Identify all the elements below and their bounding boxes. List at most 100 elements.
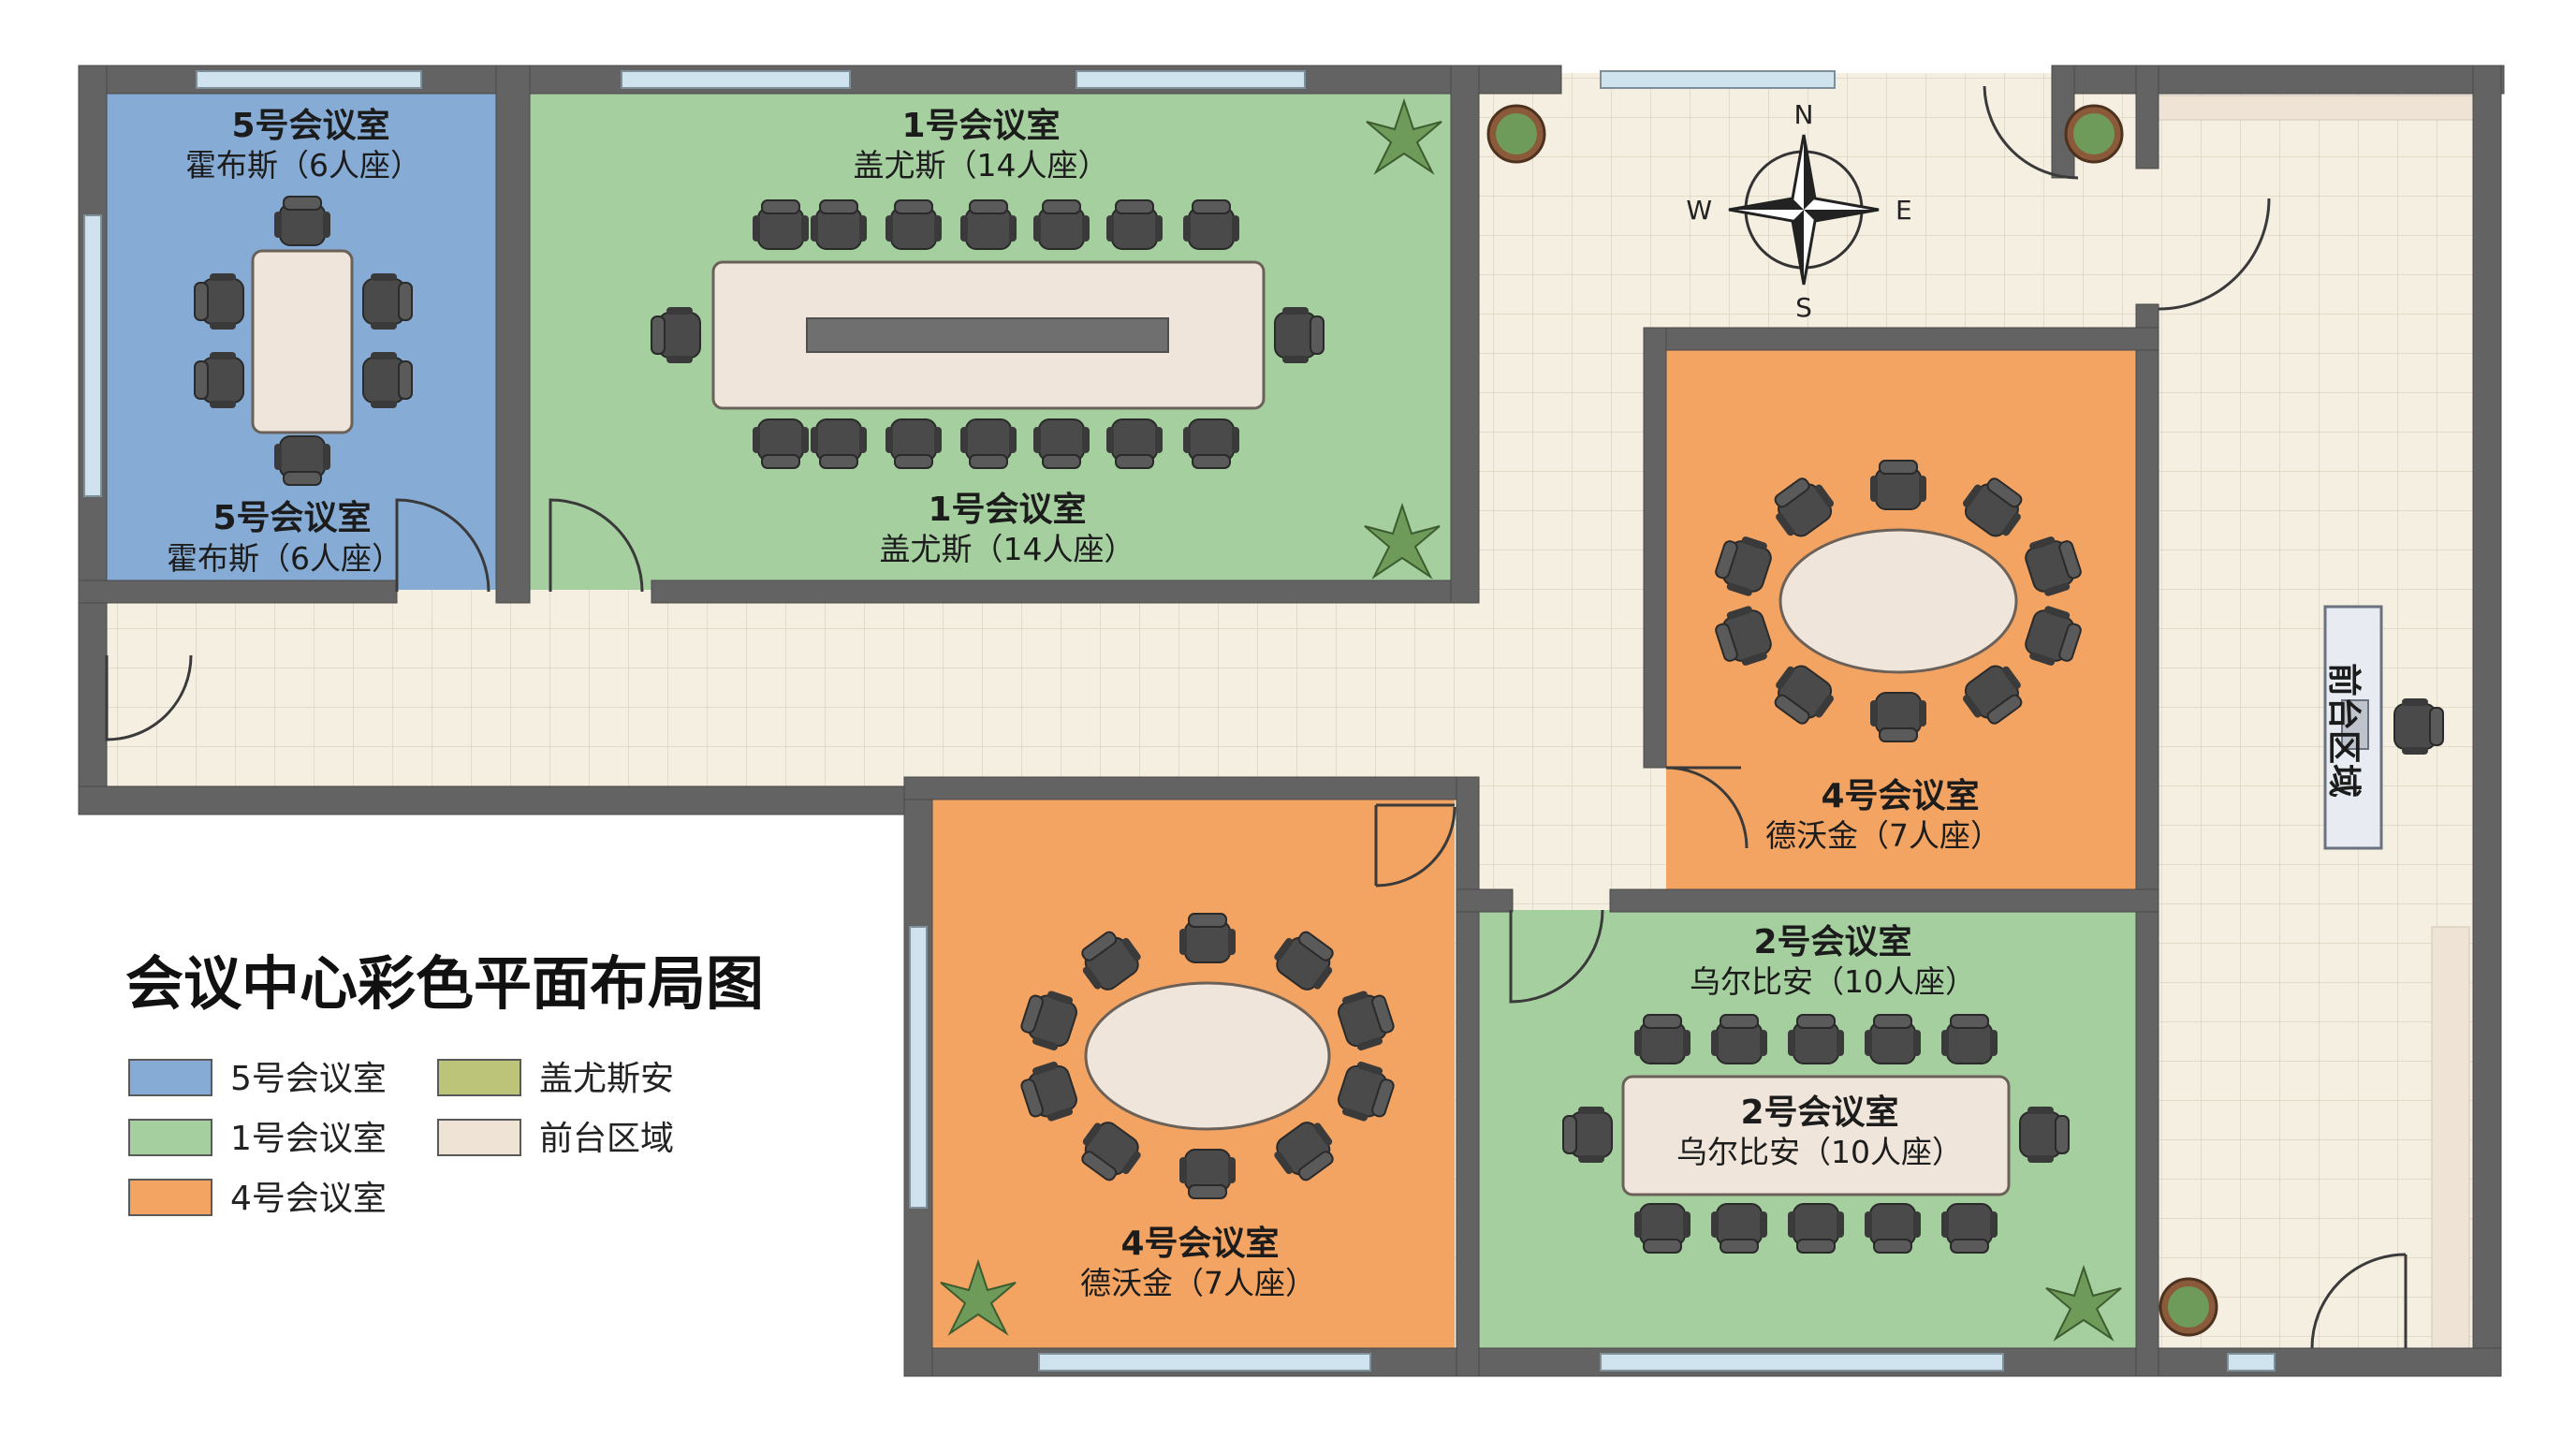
chair	[1963, 665, 2023, 725]
room-1-host: 盖尤斯（14人座）	[854, 147, 1109, 183]
chair	[651, 307, 701, 363]
chair	[1715, 606, 1772, 666]
chair	[1634, 1014, 1690, 1064]
room-5-name: 5号会议室	[231, 107, 389, 145]
chair	[1870, 692, 1926, 742]
doors	[105, 85, 2408, 1349]
chair	[194, 352, 244, 408]
chair	[1020, 1061, 1077, 1122]
chair	[2393, 698, 2444, 755]
chair	[1788, 1014, 1844, 1064]
compass-west: W	[1686, 195, 1712, 226]
chair	[2025, 536, 2082, 596]
legend-label: 4号会议室	[230, 1180, 387, 1218]
compass-east: E	[1895, 195, 1912, 226]
room-4a-name: 4号会议室	[1821, 777, 1979, 815]
chair	[1963, 477, 2023, 537]
room-4a-table	[1778, 528, 2018, 674]
chair	[362, 352, 413, 408]
chair	[1033, 418, 1090, 469]
potted-plant-icon	[2159, 1277, 2218, 1337]
chair	[960, 418, 1017, 469]
chair	[1870, 460, 1926, 510]
chair	[1338, 990, 1395, 1051]
chair	[1020, 990, 1077, 1051]
chair	[1081, 931, 1141, 990]
chair	[1941, 1203, 1998, 1254]
legend-swatch	[128, 1179, 212, 1216]
legend-label: 前台区域	[539, 1120, 674, 1158]
chair	[1711, 1203, 1767, 1254]
chair	[1711, 1014, 1767, 1064]
legend-swatch	[128, 1059, 212, 1096]
plant-icon	[1364, 502, 1441, 580]
front-area-panel	[2154, 95, 2474, 121]
chair	[1634, 1203, 1690, 1254]
chair	[1081, 1122, 1141, 1181]
chair	[1338, 1061, 1395, 1122]
monitor-icon	[2341, 699, 2369, 750]
chair	[1715, 536, 1772, 596]
chair	[1106, 418, 1163, 469]
chair	[960, 199, 1017, 250]
chair	[1179, 913, 1236, 963]
chair	[1774, 477, 1834, 537]
room-2-host-table: 乌尔比安（10人座）	[1676, 1134, 1963, 1170]
legend-swatch	[437, 1059, 521, 1096]
room-4a-host: 德沃金（7人座）	[1765, 817, 2001, 854]
plant-icon	[2045, 1264, 2122, 1342]
chair	[1865, 1014, 1921, 1064]
room-2-table	[1621, 1075, 2011, 1196]
chair	[1179, 1149, 1236, 1199]
plant-icon	[1366, 97, 1442, 175]
room-2-name: 2号会议室	[1753, 923, 1911, 961]
room-2-name-table: 2号会议室	[1740, 1093, 1898, 1132]
room-5-host-lower: 霍布斯（6人座）	[167, 540, 402, 577]
chair	[274, 196, 330, 246]
chair	[1183, 418, 1239, 469]
chair	[274, 435, 330, 486]
chair	[362, 273, 413, 330]
chair	[1774, 665, 1834, 725]
front-area-side	[2431, 926, 2470, 1349]
plant-icon	[940, 1258, 1017, 1336]
legend-item: 前台区域	[437, 1119, 674, 1158]
plan-title: 会议中心彩色平面布局图	[125, 949, 764, 1018]
legend-item: 1号会议室	[128, 1119, 387, 1158]
furniture	[194, 196, 2444, 1254]
chair	[886, 199, 942, 250]
legend-swatch	[128, 1119, 212, 1156]
chair	[1274, 931, 1334, 990]
chair	[811, 418, 867, 469]
legend-swatch	[437, 1119, 521, 1156]
compass-south: S	[1795, 292, 1812, 323]
room-1-host-lower: 盖尤斯（14人座）	[880, 531, 1135, 567]
room-5-table	[251, 249, 354, 434]
room-4b-name: 4号会议室	[1120, 1225, 1279, 1263]
chair	[1562, 1107, 1613, 1163]
chair	[2025, 606, 2082, 666]
room-2-host: 乌尔比安（10人座）	[1690, 963, 1976, 1000]
chair	[811, 199, 867, 250]
room-1-name: 1号会议室	[901, 107, 1060, 145]
chair	[1106, 199, 1163, 250]
legend-item: 4号会议室	[128, 1179, 387, 1218]
room-5-name-lower: 5号会议室	[212, 499, 371, 537]
legend-item: 5号会议室	[128, 1059, 387, 1098]
legend: 5号会议室盖尤斯安1号会议室前台区域4号会议室	[128, 1059, 674, 1218]
potted-plant-icon	[2064, 104, 2124, 164]
chair	[2019, 1107, 2070, 1163]
chair	[1788, 1203, 1844, 1254]
chair	[753, 418, 809, 469]
chair	[194, 273, 244, 330]
compass-rose: N S E W	[1686, 99, 1911, 323]
plants	[940, 97, 2218, 1342]
chair	[1033, 199, 1090, 250]
compass-north: N	[1794, 99, 1814, 130]
legend-label: 5号会议室	[230, 1060, 387, 1098]
chair	[1274, 1122, 1334, 1181]
legend-label: 1号会议室	[230, 1120, 387, 1158]
chair	[1183, 199, 1239, 250]
room-4b-host: 德沃金（7人座）	[1080, 1265, 1316, 1301]
